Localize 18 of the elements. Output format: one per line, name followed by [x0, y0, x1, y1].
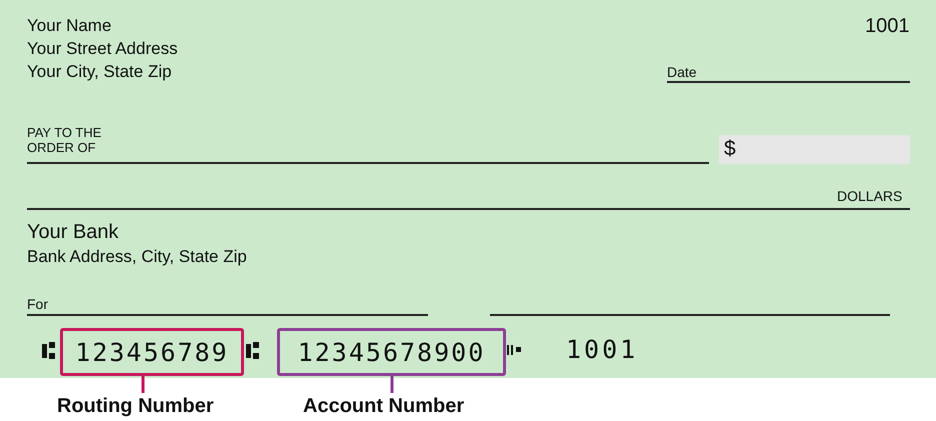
account-number-box: 12345678900 [277, 328, 506, 376]
leader-line [142, 376, 144, 393]
date-label: Date [667, 64, 697, 80]
micr-check-number: 1001 [566, 336, 638, 365]
payee-label: PAY TO THE ORDER OF [27, 126, 102, 156]
city-state-zip: Your City, State Zip [27, 62, 172, 82]
dollar-sign: $ [724, 137, 736, 162]
leader-line [390, 376, 394, 393]
memo-label: For [27, 296, 48, 312]
bank-address: Bank Address, City, State Zip [27, 247, 247, 267]
routing-number-box: 123456789 [60, 328, 244, 376]
bank-name: Your Bank [27, 221, 119, 244]
dollars-label: DOLLARS [837, 188, 902, 204]
check-number: 1001 [865, 15, 910, 38]
callout-label: Routing Number [57, 395, 214, 418]
callout-label: Account Number [303, 395, 464, 418]
street-address: Your Street Address [27, 39, 178, 59]
account-holder-name: Your Name [27, 16, 112, 36]
